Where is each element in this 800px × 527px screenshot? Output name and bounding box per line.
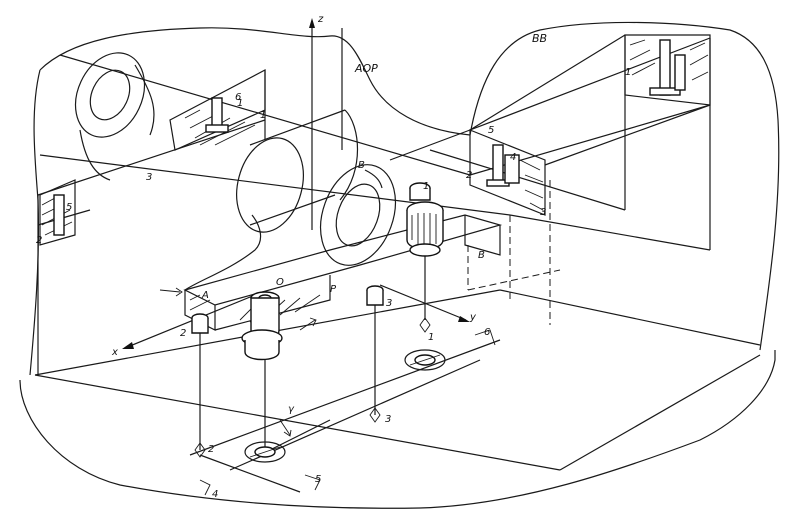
plane-line-right-diag4 <box>544 104 711 166</box>
far-right-bolt2 <box>674 54 686 91</box>
axis-label-y: y <box>469 312 477 323</box>
label-p: P <box>330 284 337 295</box>
num-2-a: 2 <box>36 235 42 246</box>
pin-1-body <box>409 188 431 201</box>
front-boss-arrow <box>364 169 383 189</box>
left-plate-bolt-head <box>205 124 229 133</box>
plane-line-right-top2 <box>469 37 711 131</box>
z-axis-arrow <box>309 18 315 28</box>
num-6-b: 6 <box>235 92 241 103</box>
num-6-a: 6 <box>484 327 490 338</box>
num-1-b: 1 <box>423 181 429 192</box>
plane-label-right: BB <box>532 32 547 45</box>
num-1-e: 1 <box>237 98 243 109</box>
y-axis <box>379 284 467 321</box>
far-right-hatch <box>629 39 709 81</box>
num-3-a: 3 <box>146 172 152 183</box>
plan-datum-2-outer <box>244 441 286 463</box>
top-ring-inner <box>89 69 131 121</box>
plane-line-right-floor <box>559 354 761 471</box>
x-axis-arrow <box>122 342 134 349</box>
pin-o-lower <box>244 340 280 361</box>
cut-mark-6 <box>474 329 496 346</box>
label-gamma: γ <box>288 404 295 415</box>
pin-3-body <box>366 290 384 306</box>
num-3-c: 3 <box>385 414 391 425</box>
support-mark-3 <box>369 407 381 423</box>
left-corner-hatch <box>41 197 73 236</box>
num-5-a: 5 <box>488 125 494 136</box>
axis-label-z: z <box>317 14 324 25</box>
arrow-a <box>159 287 183 297</box>
pin-1-cyl-hatch <box>411 213 437 247</box>
right-plane-outline <box>469 21 780 351</box>
left-plate-bolt <box>211 97 223 127</box>
plane-line-right-diag2 <box>429 149 626 211</box>
plane-line-back-floor <box>499 289 761 346</box>
plan-line-2 <box>199 454 301 493</box>
left-corner-block <box>39 179 76 246</box>
base-bar-top <box>183 214 503 306</box>
num-3-d: 3 <box>540 207 546 218</box>
top-ring-shank <box>79 64 155 181</box>
far-right-bolt-head <box>649 87 681 96</box>
num-3-b: 3 <box>386 298 392 309</box>
pin-2-body <box>191 318 209 334</box>
proj-line-8 <box>467 269 561 291</box>
right-block-top <box>389 129 471 161</box>
num-5-c: 5 <box>315 474 321 485</box>
support-mark-1 <box>419 317 431 333</box>
axis-label-x: x <box>111 347 118 358</box>
num-4-a: 4 <box>212 489 218 500</box>
plane-line-right-diag <box>509 214 711 251</box>
plan-line-1 <box>189 339 501 456</box>
label-b1: B <box>358 160 365 171</box>
front-boss-outer <box>320 164 396 266</box>
top-ring-outer <box>74 52 146 138</box>
right-block-clamp <box>504 154 520 184</box>
num-2-c: 2 <box>208 444 214 455</box>
far-right-plate <box>624 34 711 106</box>
num-5-b: 5 <box>66 202 72 213</box>
cut-mark-4 <box>199 479 211 496</box>
num-1-d: 1 <box>625 67 631 78</box>
label-a: A <box>201 290 209 301</box>
cylinder-body <box>249 109 358 226</box>
left-plate <box>169 69 266 151</box>
left-corner-bolt <box>53 194 65 236</box>
y-axis-arrow <box>458 316 470 322</box>
plan-datum-1-outer <box>404 349 446 371</box>
right-block-hatch <box>519 159 544 211</box>
support-mark-2 <box>194 442 206 458</box>
num-2-b: 2 <box>180 328 186 339</box>
far-right-bolt <box>659 39 671 96</box>
right-block-bolt <box>492 144 504 186</box>
cut-mark-5 <box>304 474 321 491</box>
bar-arm <box>184 214 262 291</box>
cylinder-back-face <box>236 137 304 233</box>
num-1-a: 1 <box>260 110 266 121</box>
plan-datum-1-cross <box>409 354 441 366</box>
plane-label-left: AOP <box>354 62 378 75</box>
x-axis <box>124 294 256 349</box>
arrow-gamma <box>279 419 292 437</box>
num-1-c: 1 <box>428 332 434 343</box>
front-boss-inner <box>335 183 381 247</box>
label-b2: B <box>478 250 485 261</box>
right-block <box>469 129 546 216</box>
num-2-d: 2 <box>466 170 472 181</box>
arrow-p <box>299 317 317 331</box>
plan-datum-2-cross <box>249 446 281 458</box>
left-plane-outline <box>39 27 471 136</box>
base-sheet-outline <box>19 350 776 509</box>
num-4-b: 4 <box>510 152 516 163</box>
pin-1-base <box>409 243 441 257</box>
plane-line-right-top <box>469 34 626 131</box>
base-bar-right <box>464 215 501 256</box>
plane-line-front-edge <box>34 374 561 471</box>
label-o: O <box>276 277 284 288</box>
